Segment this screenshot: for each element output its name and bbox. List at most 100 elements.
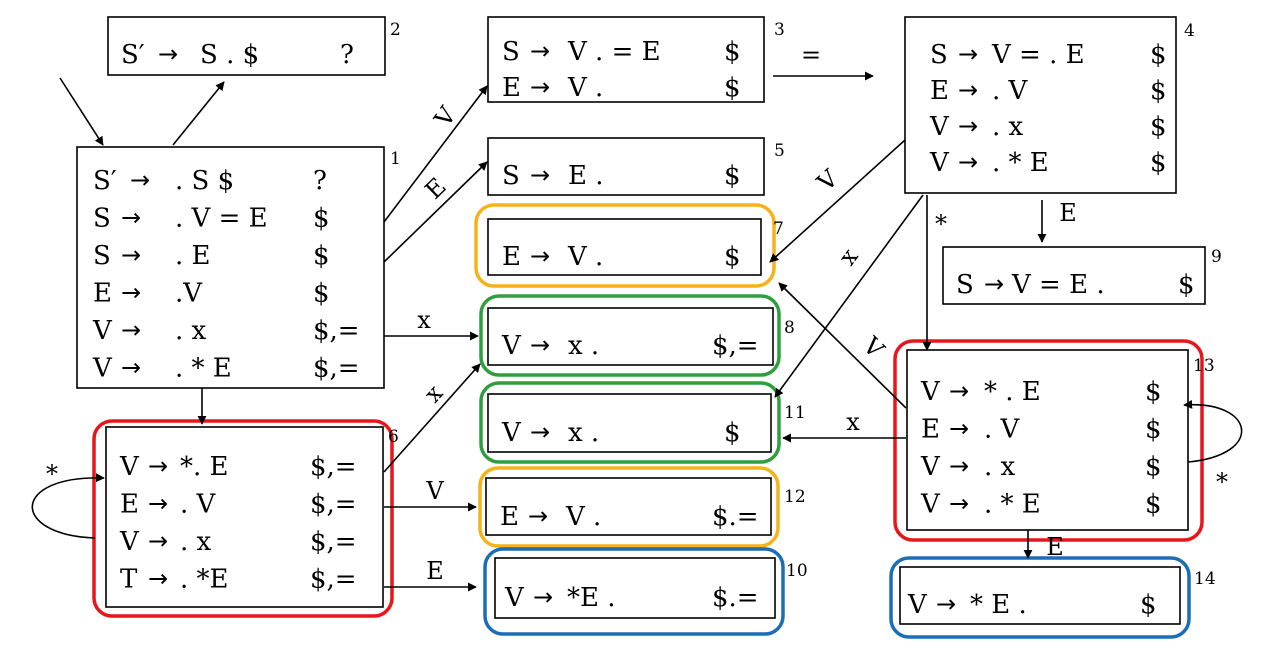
state-number: 8	[784, 318, 795, 338]
item-rhs: . S $	[175, 166, 234, 196]
item-lhs: S	[93, 241, 111, 271]
lr-item: V→*E .$.=	[504, 583, 759, 613]
state-4: 4S→V = . E$E→. V$V→. x$V→. * E$	[904, 16, 1195, 194]
edge-label-3-4: =	[801, 41, 821, 69]
edge-1-3	[383, 85, 488, 223]
lr-item: V→. x$	[929, 112, 1167, 142]
edge-4-7	[769, 139, 906, 263]
item-lhs: V	[92, 316, 113, 346]
edge-13-7	[778, 282, 907, 409]
item-lhs: E	[500, 502, 519, 532]
item-rhs: E .	[568, 161, 604, 191]
highlight-state-6	[92, 419, 394, 618]
item-lhs: E	[502, 73, 521, 103]
lr-item: S′→. S $?	[93, 166, 327, 196]
derives-arrow: →	[148, 490, 168, 518]
lr-item: V→. x$,=	[119, 527, 357, 557]
lr-item: E→. V$	[930, 76, 1167, 106]
derives-arrow: →	[949, 452, 969, 480]
lr-item: S → . E $	[93, 241, 330, 271]
item-lookahead: $	[1145, 415, 1162, 445]
state-1: 1S′→. S $?S→. V = E$S→. E$E→.V$V→. x$,=V…	[76, 146, 401, 389]
item-rhs: V = E .	[1011, 270, 1105, 300]
derives-arrow: →	[121, 316, 141, 344]
item-lookahead: $	[1145, 452, 1162, 482]
state-8: 8V→x .$,=	[487, 307, 795, 366]
edge-label-13-14: E	[1046, 533, 1064, 561]
item-lhs: S	[93, 204, 111, 234]
state-box-5	[487, 137, 765, 196]
item-lookahead: $	[313, 204, 330, 234]
state-number: 7	[773, 219, 784, 239]
item-lhs: S′	[93, 166, 117, 196]
item-lookahead: ?	[340, 40, 354, 70]
derives-arrow: →	[533, 583, 553, 611]
derives-arrow: →	[121, 204, 141, 232]
lr-item: S→E .$	[502, 161, 741, 191]
state-number: 4	[1184, 21, 1195, 41]
item-lhs: S	[502, 161, 520, 191]
lr-item: E→V .$	[502, 242, 741, 272]
item-lhs: V	[119, 452, 140, 482]
state-box-11	[487, 393, 772, 453]
edge-label-13-7: V	[857, 331, 890, 364]
edge-13-13	[1183, 399, 1243, 463]
lr-item: T→. *E$,=	[120, 565, 357, 595]
item-rhs: . x	[175, 316, 207, 346]
state-2: 2S′→S . $?	[107, 16, 401, 76]
derives-arrow: →	[530, 73, 550, 101]
derives-arrow: →	[949, 415, 969, 443]
derives-arrow: →	[530, 242, 550, 270]
item-rhs: * . E	[984, 377, 1041, 407]
edge-label-1-5: E	[420, 172, 452, 204]
item-rhs: x .	[568, 331, 599, 361]
item-rhs: . E	[175, 241, 211, 271]
state-number: 1	[390, 149, 401, 169]
item-rhs: . x	[180, 527, 212, 557]
state-5: 5S→E .$	[487, 137, 785, 196]
state-7: 7E→V .$	[487, 218, 784, 276]
item-rhs: . V	[984, 415, 1021, 445]
edge-label-13-11: x	[846, 408, 860, 436]
item-lhs: E	[120, 490, 139, 520]
item-rhs: V .	[565, 502, 601, 532]
item-rhs: . V	[992, 76, 1029, 106]
item-lookahead: $,=	[310, 527, 357, 557]
state-number: 6	[388, 427, 399, 447]
highlight-state-11	[479, 381, 781, 464]
state-box-10	[494, 557, 776, 619]
edge-label-4-13: *	[935, 210, 947, 238]
edge-label-4-11: x	[833, 243, 864, 271]
item-lhs: E	[93, 279, 112, 309]
item-rhs: . * E	[992, 148, 1049, 178]
item-rhs: *. E	[180, 452, 229, 482]
state-box-7	[487, 218, 762, 276]
item-lhs: V	[929, 148, 950, 178]
item-lookahead: $	[313, 241, 330, 271]
item-rhs: V .	[567, 73, 603, 103]
item-lookahead: $	[724, 418, 741, 448]
derives-arrow: →	[121, 241, 141, 269]
item-rhs: *E .	[567, 583, 616, 613]
item-lookahead: $	[1178, 270, 1195, 300]
item-rhs: V = . E	[991, 40, 1085, 70]
derives-arrow: →	[958, 76, 978, 104]
edge-label-6-12: V	[425, 477, 444, 505]
derives-arrow: →	[148, 452, 168, 480]
state-box-12	[485, 477, 772, 536]
edge-4-11	[774, 194, 924, 398]
state-box-9	[942, 246, 1206, 305]
state-box-3	[487, 16, 765, 103]
state-box-14	[899, 566, 1181, 625]
state-number: 11	[784, 403, 806, 423]
highlight-state-13	[893, 339, 1204, 542]
edge-label-13-13: *	[1216, 468, 1228, 496]
item-lookahead: $	[1145, 377, 1162, 407]
edge-label-4-7: V	[811, 164, 844, 198]
state-number: 12	[784, 487, 806, 507]
item-lhs: V	[929, 112, 950, 142]
edge-label-4-9: E	[1059, 199, 1077, 227]
item-rhs: . V	[180, 490, 217, 520]
lr-item: V→. * E$	[929, 148, 1167, 178]
